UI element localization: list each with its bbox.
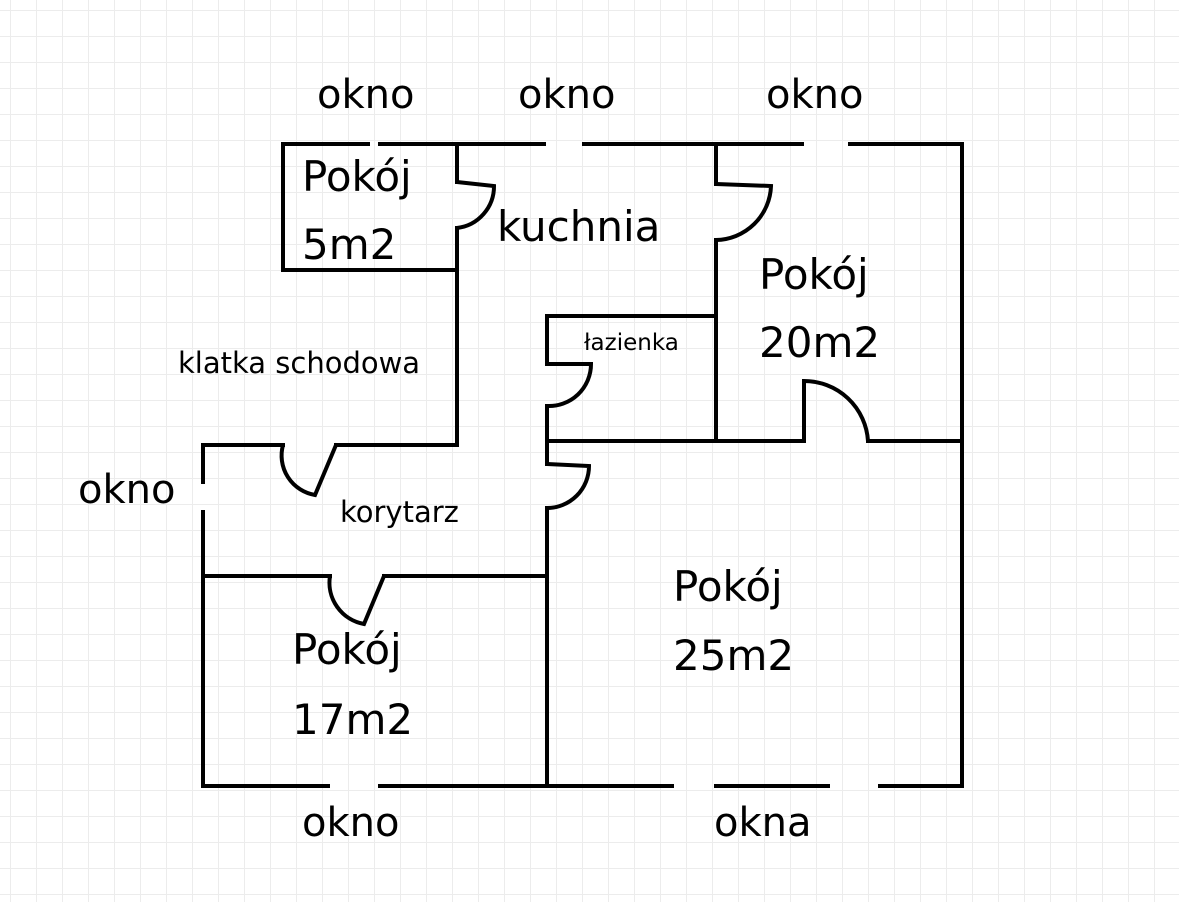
room-20-name: Pokój <box>759 250 869 299</box>
door-room17 <box>327 574 386 627</box>
room-20-area: 20m2 <box>759 318 881 367</box>
window-label-bottom-right: okna <box>714 800 812 846</box>
room-5-area: 5m2 <box>302 220 397 269</box>
door-room20 <box>714 182 774 242</box>
door-room20-bottom <box>802 378 870 443</box>
window-label-top-left: okno <box>317 72 415 118</box>
room-25-area: 25m2 <box>673 631 795 680</box>
room-5-name: Pokój <box>302 152 412 201</box>
door-small-room <box>455 180 497 230</box>
staircase-label: klatka schodowa <box>178 346 421 380</box>
door-staircase <box>279 443 338 498</box>
room-25-name: Pokój <box>673 562 783 611</box>
window-label-left: okno <box>78 467 176 513</box>
window-label-top-right: okno <box>766 72 864 118</box>
door-corridor-room25 <box>545 462 592 510</box>
bathroom-label: łazienka <box>584 330 679 356</box>
room-17-area: 17m2 <box>292 695 414 744</box>
window-label-bottom-left: okno <box>302 800 400 846</box>
room-17-name: Pokój <box>292 625 402 674</box>
window-label-top-middle: okno <box>518 72 616 118</box>
kitchen-label: kuchnia <box>497 202 661 251</box>
corridor-label: korytarz <box>340 495 459 529</box>
door-bathroom <box>545 362 594 409</box>
